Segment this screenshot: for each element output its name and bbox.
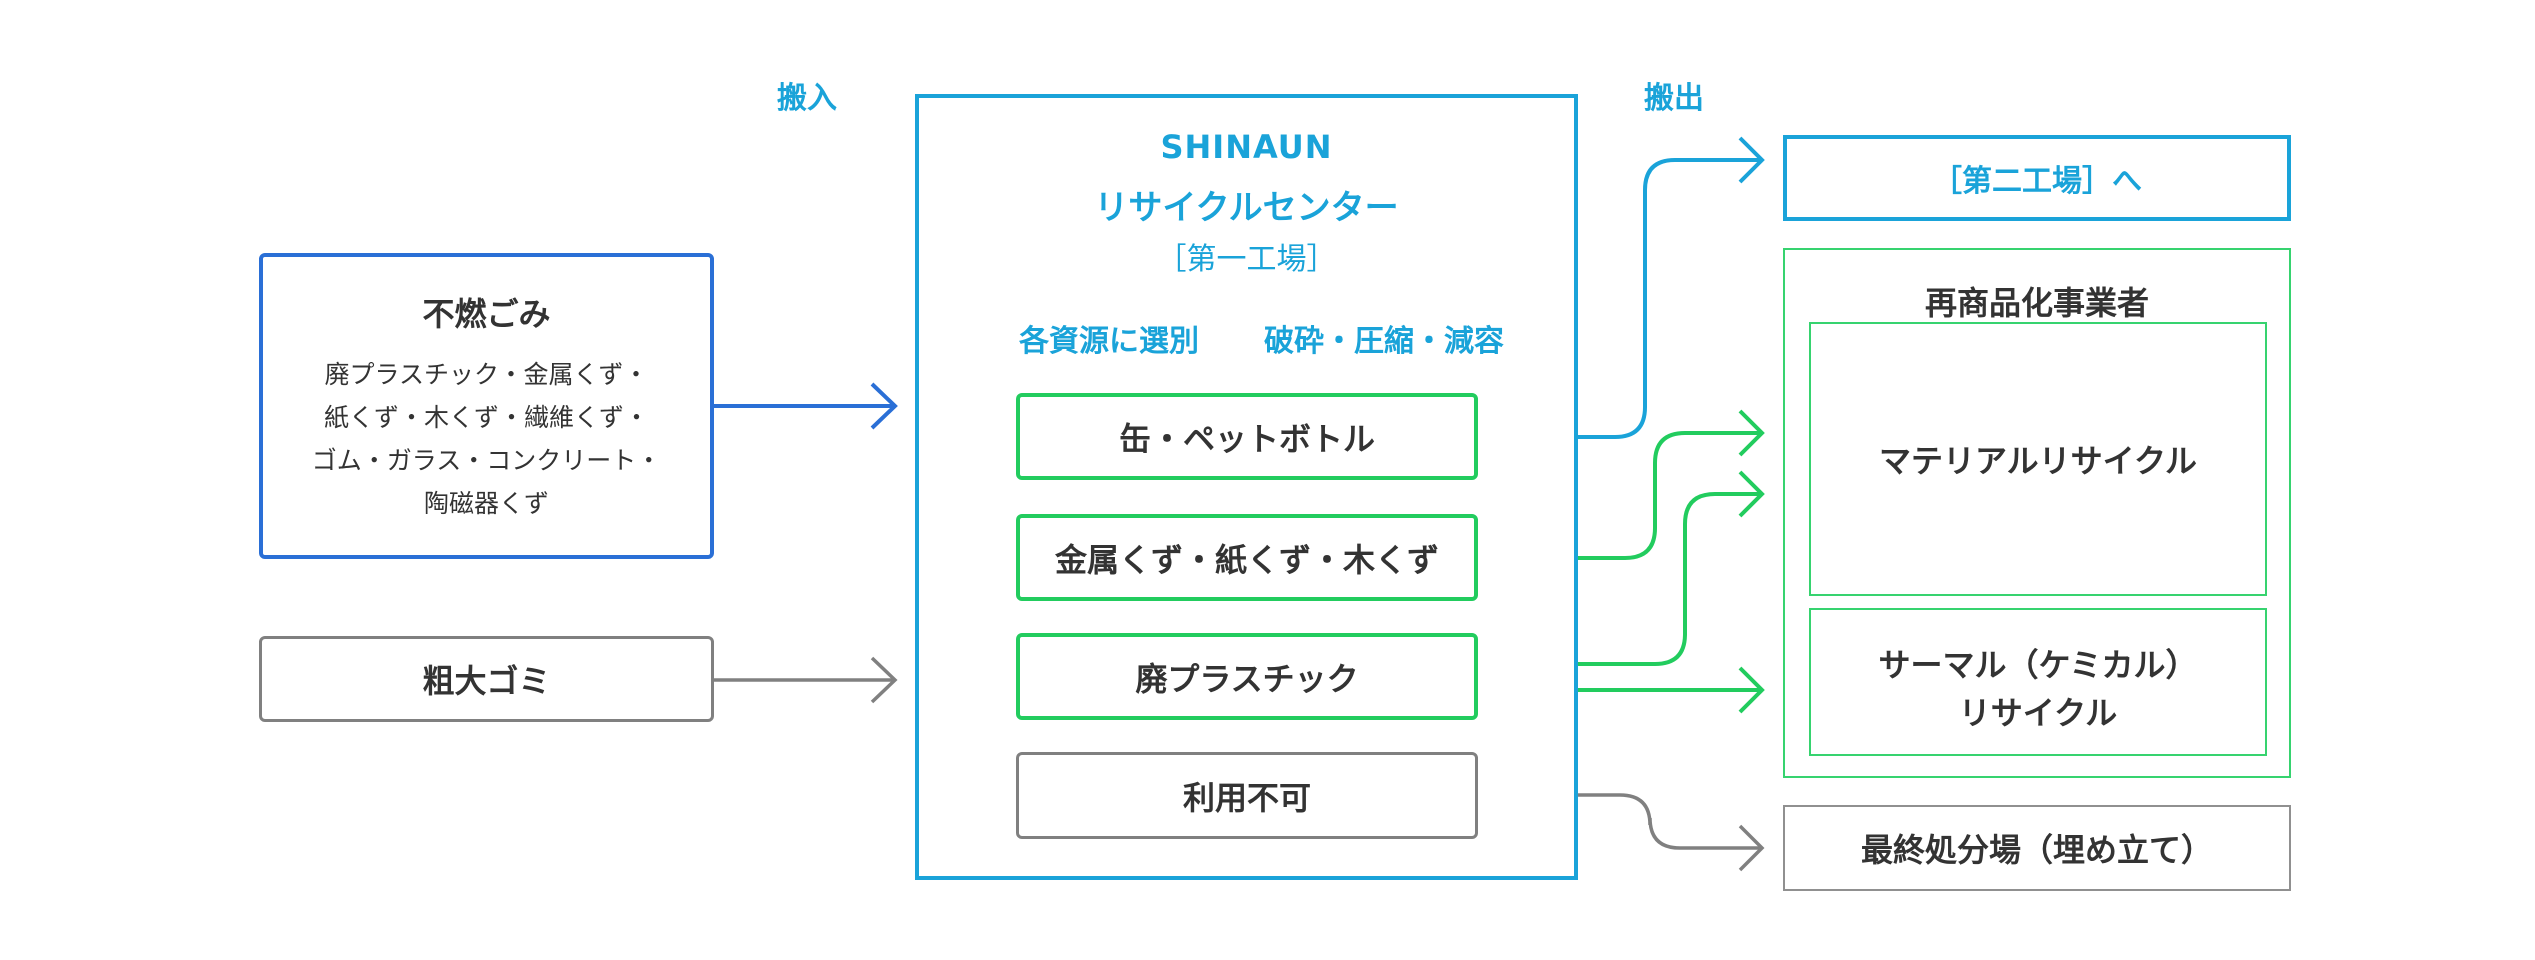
outbound-label: 搬出 <box>1644 81 1704 116</box>
input-sodai-box: 粗大ゴミ <box>259 636 714 722</box>
input-funen-line: 廃プラスチック・金属くず・ <box>324 360 649 389</box>
recyclers-title: 再商品化事業者 <box>1924 284 2149 322</box>
category-metal-paper-wood: 金属くず・紙くず・木くず <box>1016 514 1478 601</box>
arrow-sodai-to-center <box>714 656 898 704</box>
output-second-plant: ［第二工場］へ <box>1783 135 2291 221</box>
arrow-unusable-to-landfill <box>1478 793 1765 872</box>
center-plant: ［第一工場］ <box>1156 242 1337 277</box>
input-funen-line: 陶磁器くず <box>423 489 549 518</box>
center-brand: SHINAUN <box>1160 128 1333 166</box>
output-recyclers-box: 再商品化事業者 マテリアルリサイクル サーマル（ケミカル） リサイクル <box>1783 248 2291 778</box>
arrow-metals-to-material <box>1478 409 1765 560</box>
inbound-label: 搬入 <box>777 81 837 116</box>
output-landfill: 最終処分場（埋め立て） <box>1783 805 2291 891</box>
category-cans-pet: 缶・ペットボトル <box>1016 393 1478 480</box>
input-funen-title: 不燃ごみ <box>422 295 551 333</box>
recycle-center-box: SHINAUN リサイクルセンター ［第一工場］ 各資源に選別 破砕・圧縮・減容 <box>915 94 1578 880</box>
input-funen-line: 紙くず・木くず・繊維くず・ <box>323 403 649 432</box>
input-funen-box: 不燃ごみ 廃プラスチック・金属くず・ 紙くず・木くず・繊維くず・ ゴム・ガラス・… <box>259 253 714 559</box>
category-waste-plastic: 廃プラスチック <box>1016 633 1478 720</box>
center-process-right: 破砕・圧縮・減容 <box>1264 324 1504 359</box>
arrow-plastic-to-material <box>1478 470 1765 666</box>
thermal-line-2: リサイクル <box>1958 694 2118 732</box>
arrow-cans-to-second-plant <box>1478 136 1765 439</box>
center-process-left: 各資源に選別 <box>1019 324 1199 359</box>
category-unusable: 利用不可 <box>1016 752 1478 839</box>
thermal-line-1: サーマル（ケミカル） <box>1878 646 2198 684</box>
thermal-recycle-box: サーマル（ケミカル） リサイクル <box>1809 608 2267 756</box>
material-recycle-box: マテリアルリサイクル <box>1809 322 2267 596</box>
input-funen-lines: 廃プラスチック・金属くず・ 紙くず・木くず・繊維くず・ ゴム・ガラス・コンクリー… <box>263 353 710 525</box>
arrow-funen-to-center <box>714 382 898 430</box>
center-name: リサイクルセンター <box>1094 188 1399 228</box>
input-funen-line: ゴム・ガラス・コンクリート・ <box>311 446 662 475</box>
